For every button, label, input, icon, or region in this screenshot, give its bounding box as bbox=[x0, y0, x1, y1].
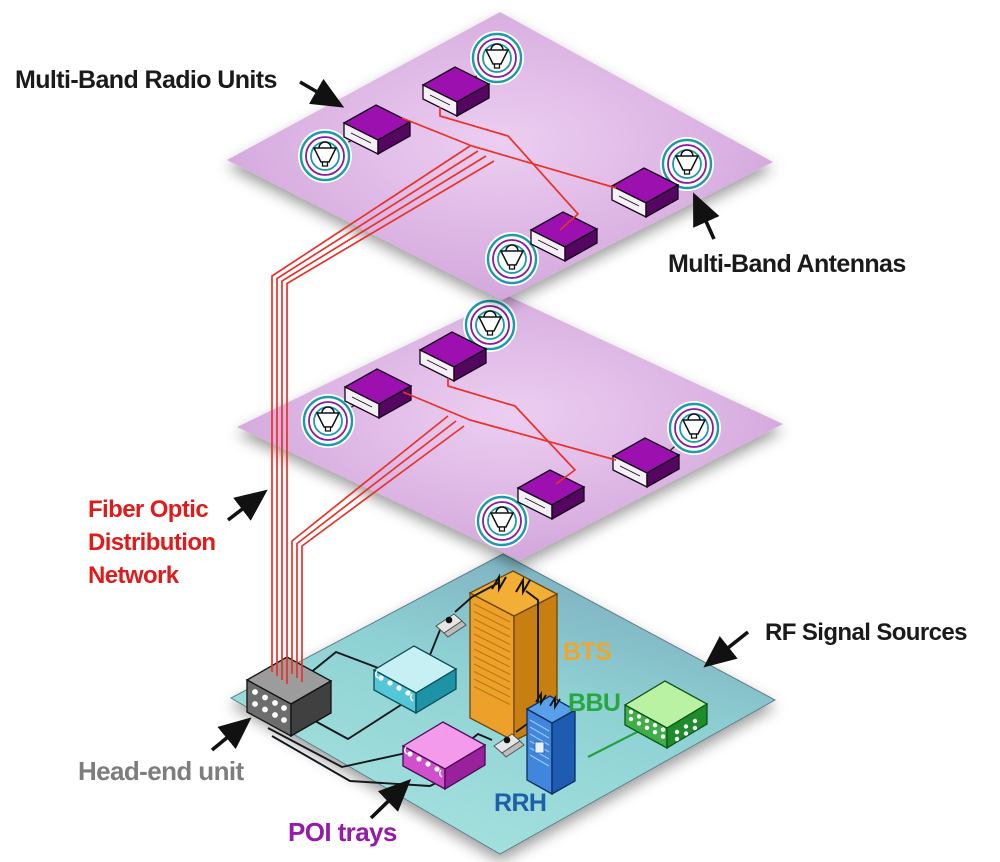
label-bts: BTS bbox=[563, 638, 611, 666]
bts-vents bbox=[473, 603, 511, 706]
bts-antenna-icon bbox=[515, 576, 531, 596]
floor-middle bbox=[237, 296, 783, 560]
coax-cable bbox=[303, 651, 382, 679]
label-radio-units: Multi-Band Radio Units bbox=[15, 66, 277, 94]
coax-cable bbox=[267, 727, 407, 768]
arrow-rf-sources bbox=[703, 630, 750, 668]
floor-middle-plane bbox=[237, 296, 783, 560]
floor-fiber-run bbox=[401, 117, 617, 189]
floor-top bbox=[227, 12, 773, 300]
arrow-radio-units bbox=[299, 78, 345, 108]
arrow-fiber bbox=[226, 489, 268, 522]
label-head-end: Head-end unit bbox=[78, 756, 244, 786]
arrow-antennas bbox=[693, 192, 720, 240]
head-end-unit bbox=[245, 656, 333, 738]
bbu-cable bbox=[587, 728, 644, 758]
label-antennas: Multi-Band Antennas bbox=[668, 250, 906, 278]
rrh-tower bbox=[525, 690, 577, 796]
poi-tray-pink bbox=[402, 721, 486, 790]
floor-fiber-run bbox=[402, 391, 617, 461]
floor-fiber-run bbox=[439, 107, 579, 231]
floor-top-plane bbox=[227, 12, 773, 300]
arrow-poi-trays bbox=[369, 778, 412, 820]
coax-cable bbox=[454, 581, 501, 613]
multi-band-antenna-icon bbox=[468, 29, 526, 87]
floor-fiber-run bbox=[447, 378, 576, 485]
fiber-optic-riser bbox=[271, 145, 495, 684]
label-rf-sources: RF Signal Sources bbox=[765, 619, 967, 646]
arrow-head-end bbox=[210, 717, 252, 752]
label-bbu: BBU bbox=[568, 689, 620, 717]
label-fiber-line2: Distribution bbox=[88, 529, 215, 556]
bbu-box bbox=[624, 680, 708, 749]
rrh-antenna-icon bbox=[549, 694, 561, 711]
poi-tray-cyan bbox=[373, 645, 457, 714]
multi-band-antenna-icon bbox=[665, 399, 723, 457]
label-rrh: RRH bbox=[494, 789, 546, 817]
attenuator bbox=[435, 613, 467, 638]
coax-cable bbox=[525, 590, 539, 710]
label-poi-trays: POI trays bbox=[288, 817, 397, 847]
rrh-antenna-icon bbox=[535, 690, 547, 707]
annotations: Multi-Band Radio Units Multi-Band Antenn… bbox=[15, 66, 968, 847]
attenuator bbox=[493, 733, 525, 758]
label-fiber-line3: Network bbox=[88, 562, 180, 589]
label-fiber-line1: Fiber Optic bbox=[88, 496, 208, 523]
